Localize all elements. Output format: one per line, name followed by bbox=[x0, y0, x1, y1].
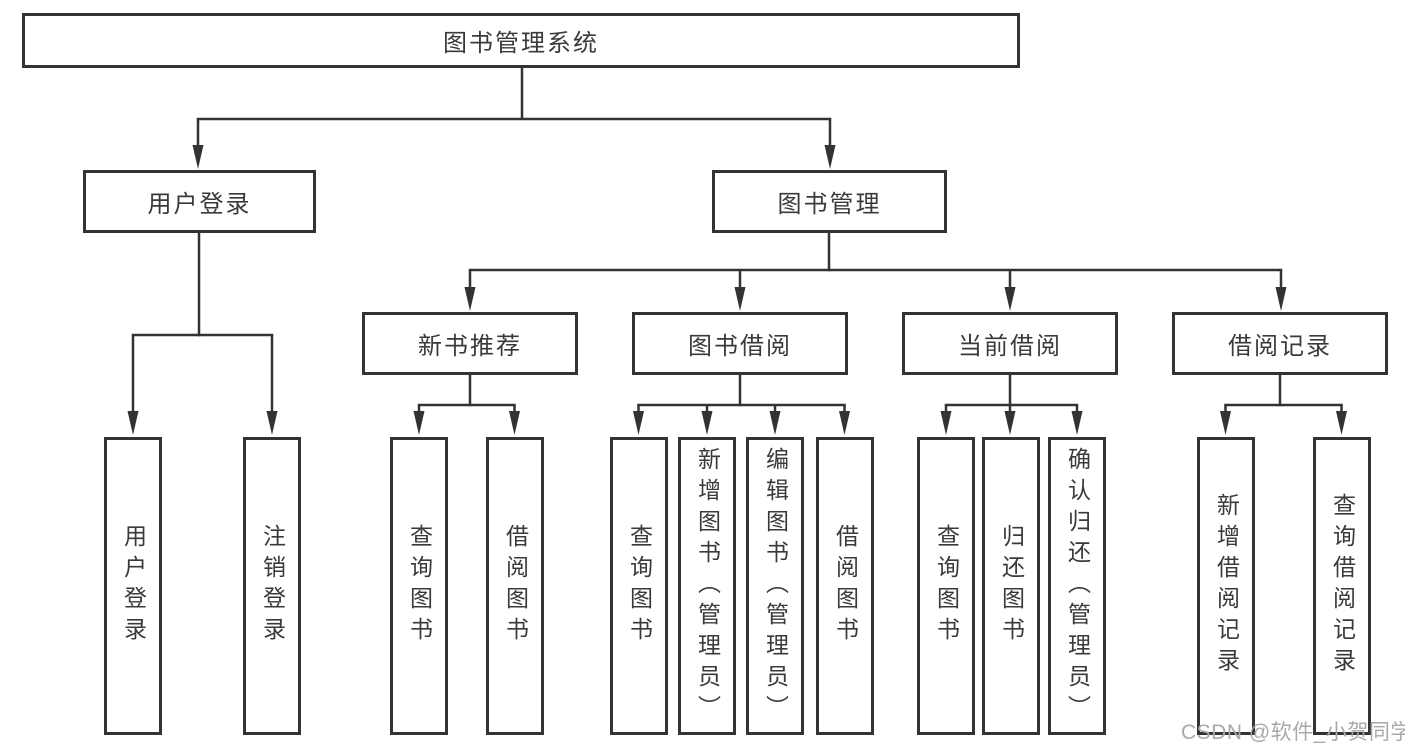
node-label: 借阅图书 bbox=[832, 524, 859, 648]
node-leaf-add-borrow-record: 新增借阅记录 bbox=[1197, 437, 1255, 735]
connector-borrow-record-to-leaves bbox=[1220, 375, 1347, 435]
node-leaf-query-book-1: 查询图书 bbox=[390, 437, 448, 735]
node-label: 查询借阅记录 bbox=[1329, 493, 1356, 679]
node-label: 用户登录 bbox=[120, 524, 147, 648]
node-leaf-borrow-book-2: 借阅图书 bbox=[816, 437, 874, 735]
node-leaf-user-login: 用户登录 bbox=[104, 437, 162, 735]
watermark-text: CSDN @软件_小贺同学 bbox=[1181, 721, 1405, 744]
node-new-book-recommend: 新书推荐 bbox=[362, 312, 578, 375]
node-label: 确认归还（管理员） bbox=[1064, 446, 1091, 726]
connector-user-login-to-leaves bbox=[127, 233, 278, 435]
node-label: 图书管理系统 bbox=[443, 30, 599, 57]
node-label: 查询图书 bbox=[933, 524, 960, 648]
connector-current-borrow-to-leaves bbox=[940, 375, 1083, 435]
node-leaf-query-book-2: 查询图书 bbox=[610, 437, 668, 735]
node-label: 注销登录 bbox=[259, 524, 286, 648]
node-leaf-edit-book-admin: 编辑图书（管理员） bbox=[746, 437, 804, 735]
node-book-borrow: 图书借阅 bbox=[632, 312, 848, 375]
node-leaf-confirm-return-admin: 确认归还（管理员） bbox=[1048, 437, 1106, 735]
node-label: 图书管理 bbox=[777, 191, 882, 218]
node-current-borrow: 当前借阅 bbox=[902, 312, 1118, 375]
connector-root-to-level2 bbox=[192, 68, 836, 169]
node-leaf-return-book: 归还图书 bbox=[982, 437, 1040, 735]
node-label: 编辑图书（管理员） bbox=[762, 446, 789, 726]
node-label: 新增图书（管理员） bbox=[694, 446, 721, 726]
node-user-login-branch: 用户登录 bbox=[83, 170, 316, 233]
node-label: 用户登录 bbox=[147, 191, 252, 218]
node-label: 查询图书 bbox=[626, 524, 653, 648]
node-label: 借阅图书 bbox=[502, 524, 529, 648]
node-label: 新书推荐 bbox=[418, 333, 522, 360]
node-label: 新增借阅记录 bbox=[1213, 493, 1240, 679]
connector-new-book-to-leaves bbox=[413, 375, 520, 435]
node-leaf-logout: 注销登录 bbox=[243, 437, 301, 735]
node-borrow-record: 借阅记录 bbox=[1172, 312, 1388, 375]
connector-book-borrow-to-leaves bbox=[633, 375, 850, 435]
node-root-system: 图书管理系统 bbox=[22, 13, 1020, 68]
node-label: 当前借阅 bbox=[958, 333, 1062, 360]
node-label: 借阅记录 bbox=[1228, 333, 1332, 360]
node-label: 图书借阅 bbox=[688, 333, 792, 360]
node-book-management-branch: 图书管理 bbox=[712, 170, 947, 233]
node-leaf-borrow-book-1: 借阅图书 bbox=[486, 437, 544, 735]
node-leaf-add-book-admin: 新增图书（管理员） bbox=[678, 437, 736, 735]
node-label: 归还图书 bbox=[998, 524, 1025, 648]
connector-book-mgmt-to-level3 bbox=[464, 233, 1287, 311]
node-label: 查询图书 bbox=[406, 524, 433, 648]
node-leaf-query-book-3: 查询图书 bbox=[917, 437, 975, 735]
node-leaf-query-borrow-record: 查询借阅记录 bbox=[1313, 437, 1371, 735]
